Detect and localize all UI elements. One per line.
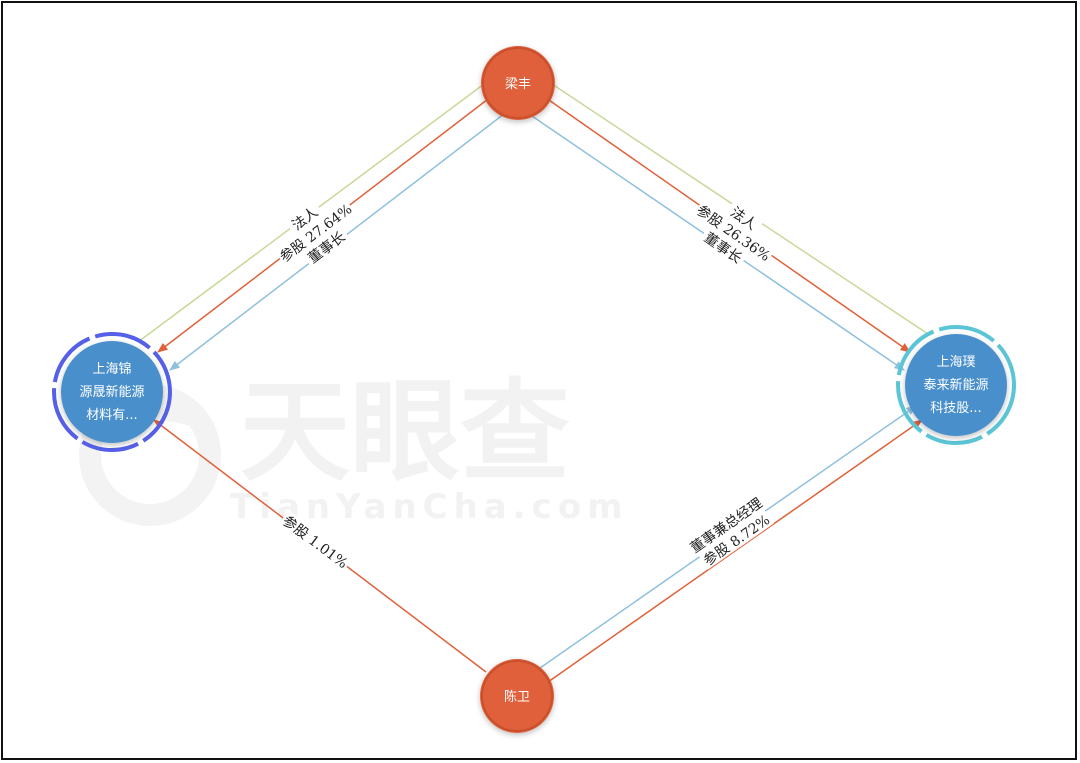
node-chenwei[interactable]: 陈卫: [480, 659, 554, 733]
node-circle: [905, 334, 1007, 436]
node-outline: [482, 47, 554, 119]
node-label-line-3: 科技股...: [930, 401, 981, 416]
edge-chenwei-puxin[interactable]: 董事兼总经理 参股 8.72%: [539, 405, 923, 683]
node-label-line-3: 材料有...: [86, 408, 137, 423]
edge-liangfeng-jinsheng[interactable]: 法人 参股 27.64% 董事长: [137, 83, 505, 371]
node-label: 陈卫: [504, 689, 530, 705]
edge-line-share: [547, 419, 923, 683]
edge-liangfeng-puxin[interactable]: 法人 参股 26.36% 董事长: [531, 83, 929, 371]
node-circle: [61, 341, 163, 443]
node-outline: [481, 660, 553, 732]
edges: 法人 参股 27.64% 董事长 法人 参股 26.36% 董事长: [137, 83, 929, 683]
node-label-line-2: 泰来新能源: [923, 377, 988, 393]
node-circle: [480, 659, 554, 733]
node-ring: [896, 325, 1016, 445]
node-label-line-2: 源晟新能源: [79, 384, 144, 400]
node-label-line-1: 上海锦: [92, 362, 131, 377]
watermark-brand: 天眼查: [240, 368, 570, 496]
node-circle: [481, 46, 555, 120]
nodes: 梁丰 陈卫 上海锦 源晟新能源 材料有... 上海璞 泰来新能源: [52, 46, 1016, 733]
node-puxin[interactable]: 上海璞 泰来新能源 科技股...: [896, 325, 1016, 445]
node-ring: [52, 332, 172, 452]
node-jinsheng[interactable]: 上海锦 源晟新能源 材料有...: [52, 332, 172, 452]
node-label-line-1: 上海璞: [936, 355, 975, 370]
node-label: 梁丰: [505, 77, 531, 92]
node-liangfeng[interactable]: 梁丰: [481, 46, 555, 120]
